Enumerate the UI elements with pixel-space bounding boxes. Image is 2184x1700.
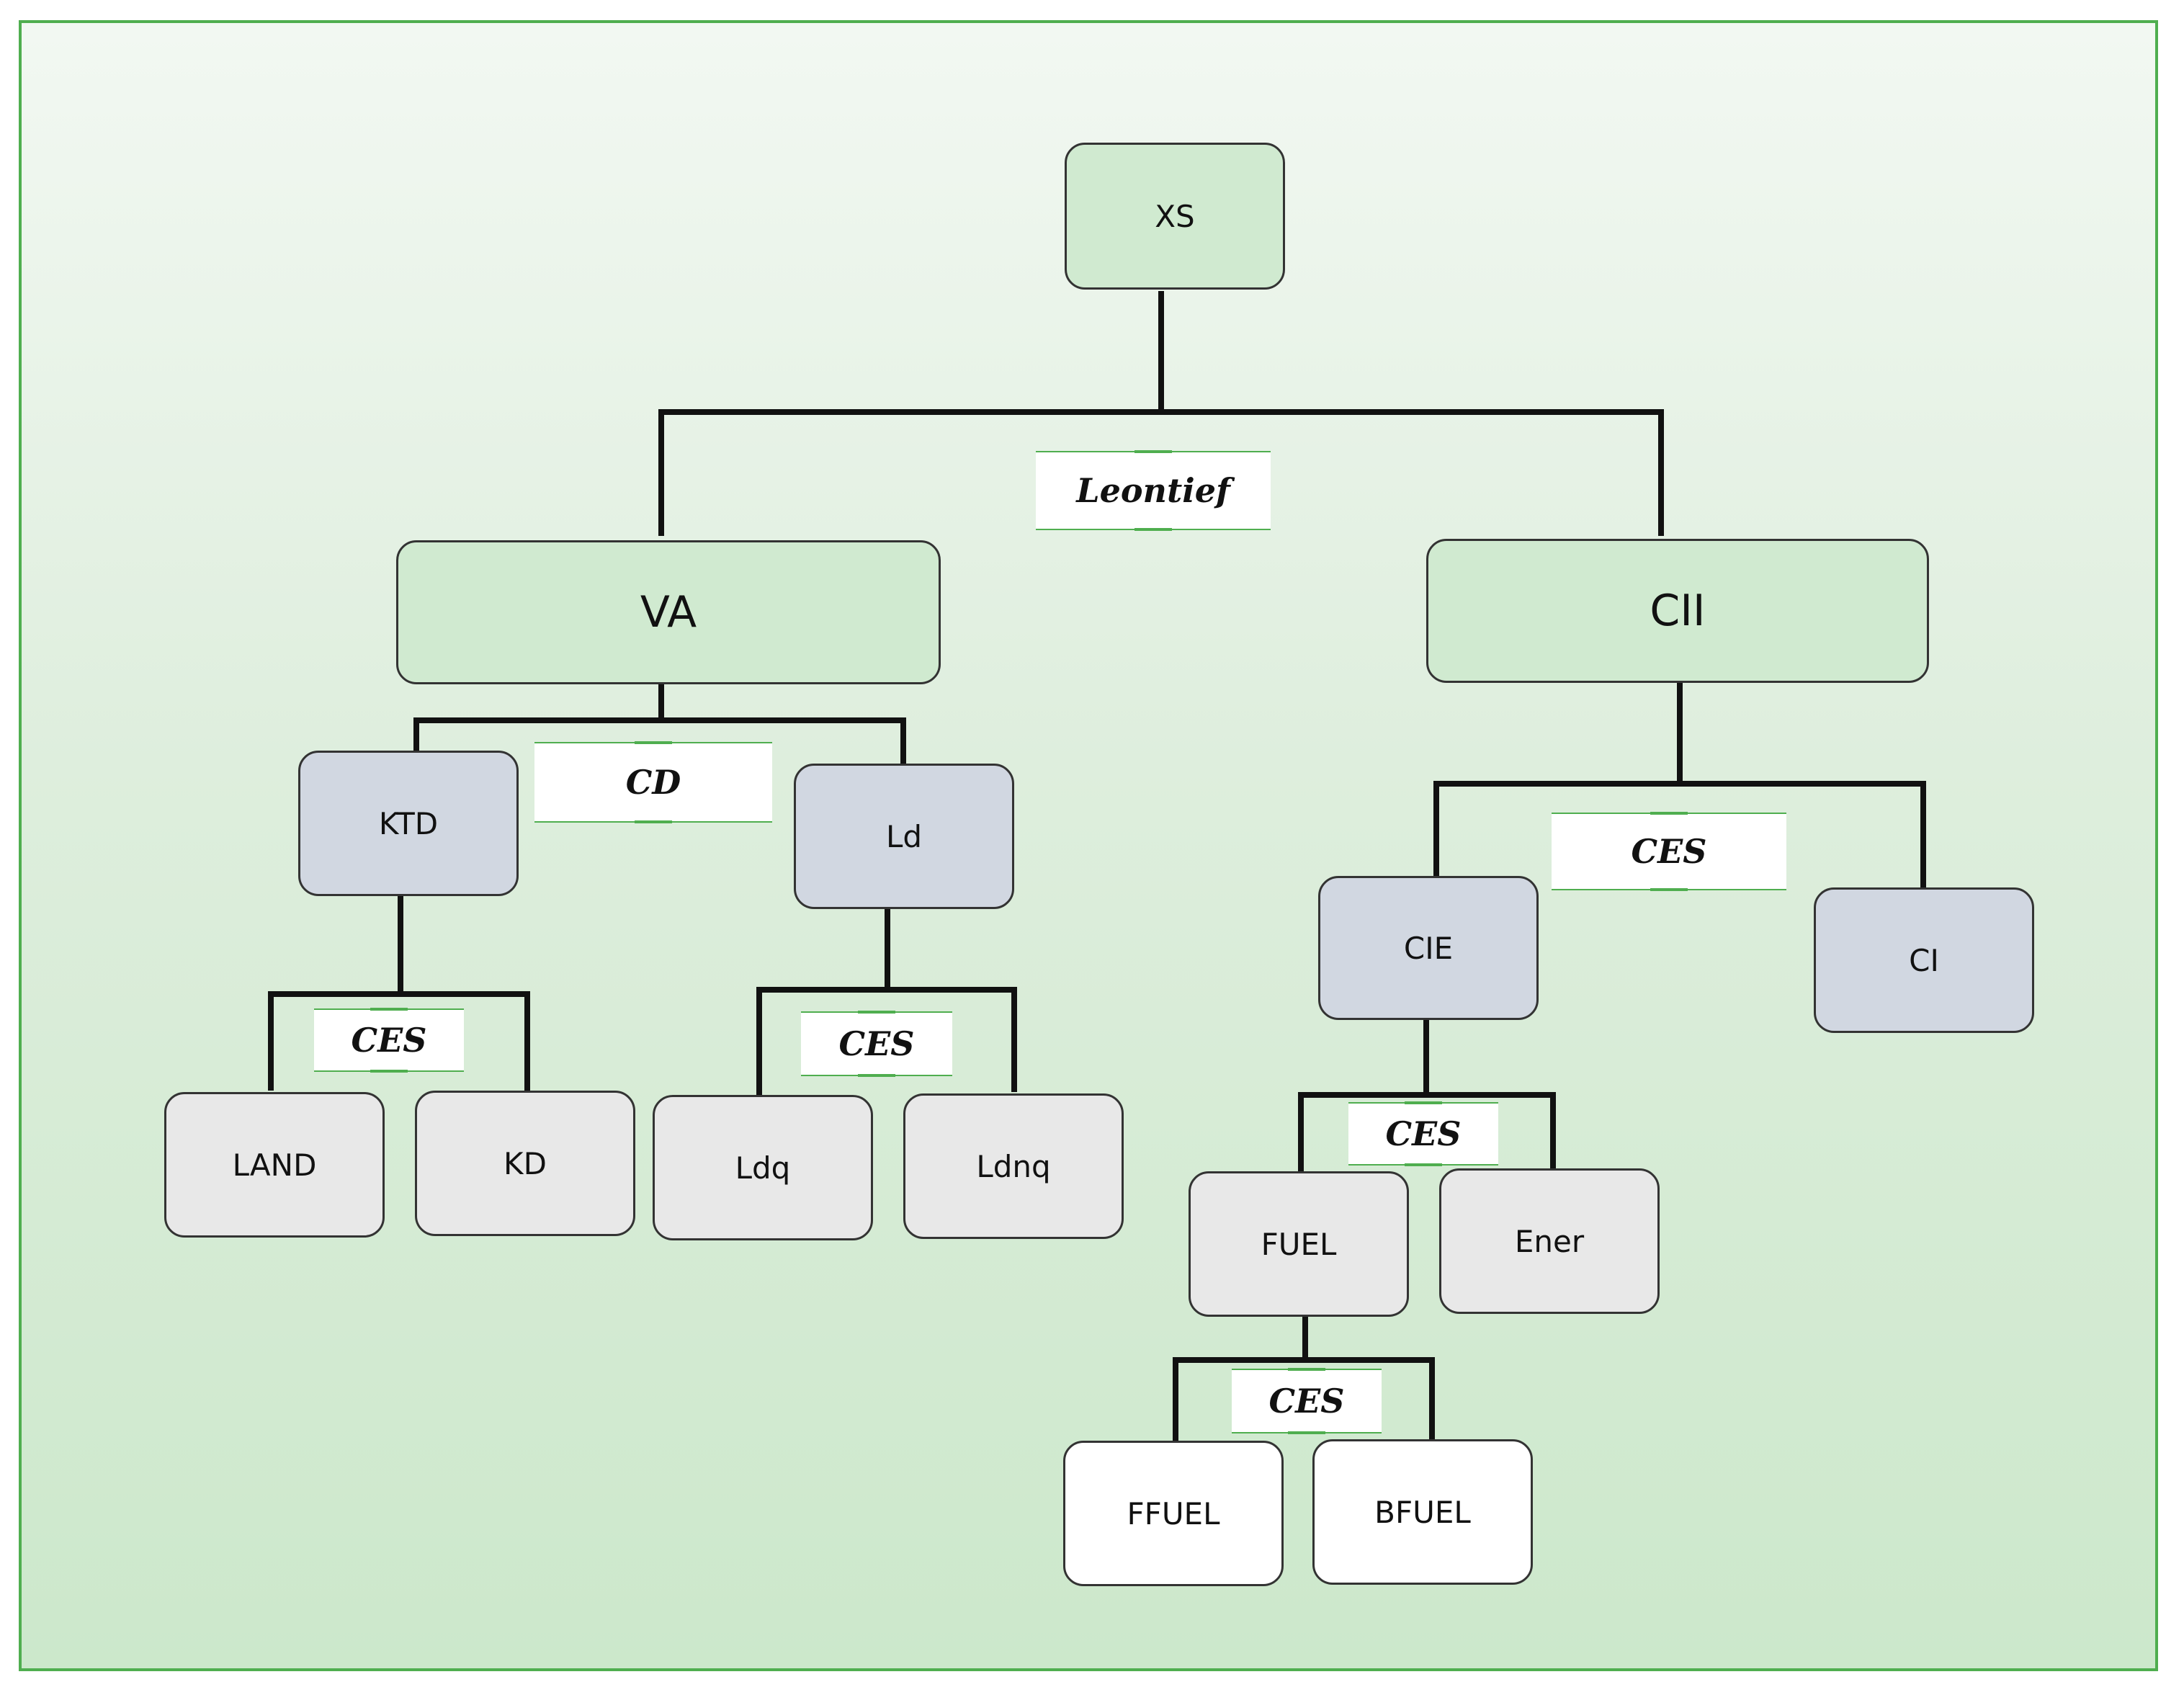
node-ci: CI	[1814, 887, 2034, 1033]
node-ldq: Ldq	[653, 1095, 873, 1240]
node-ffuel: FFUEL	[1063, 1441, 1284, 1586]
va-connector	[413, 680, 906, 765]
node-cie: CIE	[1318, 876, 1539, 1020]
fuel-connector	[1173, 1314, 1435, 1442]
node-fuel: FUEL	[1189, 1171, 1409, 1317]
xs-connector	[658, 291, 1664, 536]
node-land: LAND	[164, 1092, 385, 1238]
node-ldnq: Ldnq	[903, 1093, 1124, 1239]
label-ces-fuel: CES	[1232, 1368, 1382, 1434]
node-bfuel: BFUEL	[1312, 1439, 1533, 1585]
cii-connector	[1433, 680, 1926, 887]
label-cd: CD	[534, 741, 772, 823]
ld-connector	[756, 906, 1017, 1095]
node-cii: CII	[1426, 539, 1929, 683]
node-va: VA	[396, 540, 941, 684]
label-ces-ktd: CES	[314, 1008, 464, 1073]
label-leontief: Leontief	[1036, 450, 1271, 531]
label-ces-cii: CES	[1552, 812, 1786, 891]
node-ktd: KTD	[298, 751, 519, 896]
node-ener: Ener	[1439, 1168, 1660, 1314]
label-ces-cie: CES	[1348, 1101, 1498, 1166]
cie-connector	[1298, 1017, 1556, 1174]
node-kd: KD	[415, 1091, 635, 1236]
label-ces-ld: CES	[801, 1011, 952, 1077]
ktd-connector	[268, 893, 530, 1092]
node-ld: Ld	[794, 764, 1014, 909]
node-xs: XS	[1065, 143, 1285, 290]
